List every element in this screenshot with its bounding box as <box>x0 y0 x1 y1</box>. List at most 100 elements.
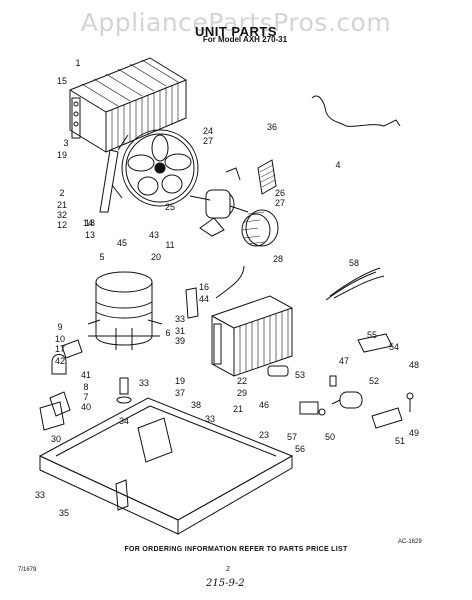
callout-42: 42 <box>55 356 65 366</box>
callout-49: 49 <box>409 428 419 438</box>
callout-40: 40 <box>81 402 91 412</box>
callout-10: 10 <box>55 334 65 344</box>
tubing-assembly <box>311 95 401 127</box>
callout-4: 4 <box>335 160 340 170</box>
callout-1: 1 <box>75 58 80 68</box>
diagram-code: AC-1629 <box>398 539 422 545</box>
capacitor-clip <box>329 375 337 387</box>
terminal-block <box>61 339 83 359</box>
callout-23: 23 <box>259 430 269 440</box>
callout-53: 53 <box>295 370 305 380</box>
callout-58: 58 <box>349 258 359 268</box>
callout-19: 19 <box>57 150 67 160</box>
callout-33: 33 <box>205 414 215 424</box>
callout-22: 22 <box>237 376 247 386</box>
callout-21: 21 <box>233 404 243 414</box>
blower-wheel <box>241 209 279 247</box>
callout-5: 5 <box>99 252 104 262</box>
callout-25: 25 <box>165 202 175 212</box>
callout-29: 29 <box>237 388 247 398</box>
callout-15: 15 <box>57 76 67 86</box>
evaporator-coil <box>211 295 293 377</box>
callout-37: 37 <box>175 388 185 398</box>
diagram-subtitle: For Model AXH 270-31 <box>202 35 288 44</box>
callout-13: 13 <box>85 230 95 240</box>
callout-30: 30 <box>51 434 61 444</box>
wire-harness <box>325 267 385 301</box>
grommet-stud <box>119 377 129 395</box>
drain-tube <box>215 265 245 299</box>
control-bracket <box>371 407 403 429</box>
callout-27: 27 <box>275 198 285 208</box>
thermostat-bracket <box>357 333 393 353</box>
page-number: 2 <box>226 566 230 573</box>
relay-switch <box>39 401 65 431</box>
callout-36: 36 <box>267 122 277 132</box>
callout-52: 52 <box>369 376 379 386</box>
callout-38: 38 <box>191 400 201 410</box>
callout-45: 45 <box>117 238 127 248</box>
callout-35: 35 <box>59 508 69 518</box>
callout-20: 20 <box>151 252 161 262</box>
switch-block <box>299 401 319 415</box>
callout-17: 17 <box>55 344 65 354</box>
capacitor <box>331 391 363 409</box>
callout-39: 39 <box>175 336 185 346</box>
callout-57: 57 <box>287 432 297 442</box>
filter-grille <box>257 159 277 195</box>
callout-54: 54 <box>389 342 399 352</box>
mounting-bracket <box>225 167 241 181</box>
screw <box>318 408 326 416</box>
callout-51: 51 <box>395 436 405 446</box>
callout-28: 28 <box>273 254 283 264</box>
overload-cover <box>49 391 71 417</box>
callout-12: 12 <box>57 220 67 230</box>
callout-27: 27 <box>203 136 213 146</box>
callout-18: 18 <box>85 218 95 228</box>
watermark: AppliancePartsPros.com <box>80 8 392 37</box>
callout-31: 31 <box>175 326 185 336</box>
callout-33: 33 <box>175 314 185 324</box>
support-bracket <box>99 149 119 213</box>
base-pan <box>38 397 294 535</box>
callout-8: 8 <box>83 382 88 392</box>
callout-11: 11 <box>165 240 174 250</box>
callout-50: 50 <box>325 432 335 442</box>
callout-43: 43 <box>149 230 159 240</box>
callout-3: 3 <box>63 138 68 148</box>
handwritten-note: 215-9-2 <box>206 578 245 589</box>
callout-2: 2 <box>59 188 64 198</box>
callout-33: 33 <box>139 378 149 388</box>
corner-code: 7/1679 <box>18 567 37 573</box>
callout-33: 33 <box>35 490 45 500</box>
accumulator <box>185 287 199 319</box>
callout-55: 55 <box>367 330 377 340</box>
callout-32: 32 <box>57 210 67 220</box>
callout-46: 46 <box>259 400 269 410</box>
knob-post <box>406 392 414 400</box>
diagram-title: UNIT PARTS <box>194 24 278 39</box>
callout-21: 21 <box>57 200 67 210</box>
ordering-footer: FOR ORDERING INFORMATION REFER TO PARTS … <box>124 546 348 553</box>
callout-56: 56 <box>295 444 305 454</box>
callout-34: 34 <box>119 416 129 426</box>
compressor <box>87 271 163 350</box>
valve-fitting <box>267 365 289 377</box>
fan-blade-shroud <box>111 129 199 207</box>
callout-16: 16 <box>199 282 209 292</box>
callout-48: 48 <box>409 360 419 370</box>
terminal-cover <box>51 354 67 375</box>
callout-7: 7 <box>83 392 88 402</box>
callout-14: 14 <box>83 218 93 228</box>
washer <box>116 396 132 404</box>
callout-24: 24 <box>203 126 213 136</box>
condenser-coil <box>69 57 187 153</box>
fan-motor <box>189 189 249 237</box>
callout-41: 41 <box>81 370 91 380</box>
callout-26: 26 <box>275 188 285 198</box>
callout-6: 6 <box>165 328 170 338</box>
callout-44: 44 <box>199 294 209 304</box>
callout-47: 47 <box>339 356 349 366</box>
callout-19: 19 <box>175 376 185 386</box>
